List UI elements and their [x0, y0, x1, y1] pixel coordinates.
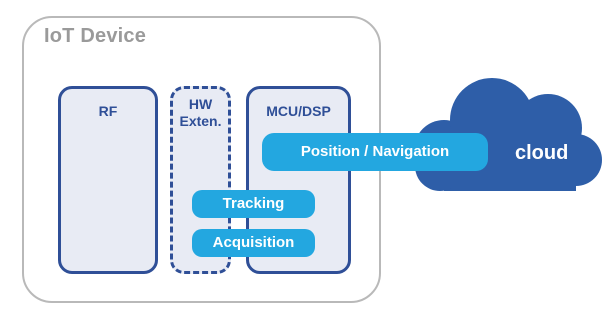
- hw-label-line2: Exten.: [179, 113, 222, 129]
- hw-extension-label: HW Exten.: [170, 96, 231, 130]
- tracking-pill: Tracking: [192, 190, 315, 218]
- rf-block: [58, 86, 158, 274]
- position-navigation-pill: Position / Navigation: [262, 133, 488, 171]
- rf-label: RF: [98, 103, 118, 119]
- mcu-dsp-label: MCU/DSP: [266, 103, 331, 119]
- acquisition-pill: Acquisition: [192, 229, 315, 257]
- iot-device-title: IoT Device: [44, 25, 147, 47]
- hw-label-line1: HW: [188, 96, 213, 112]
- cloud-label: cloud: [515, 142, 569, 164]
